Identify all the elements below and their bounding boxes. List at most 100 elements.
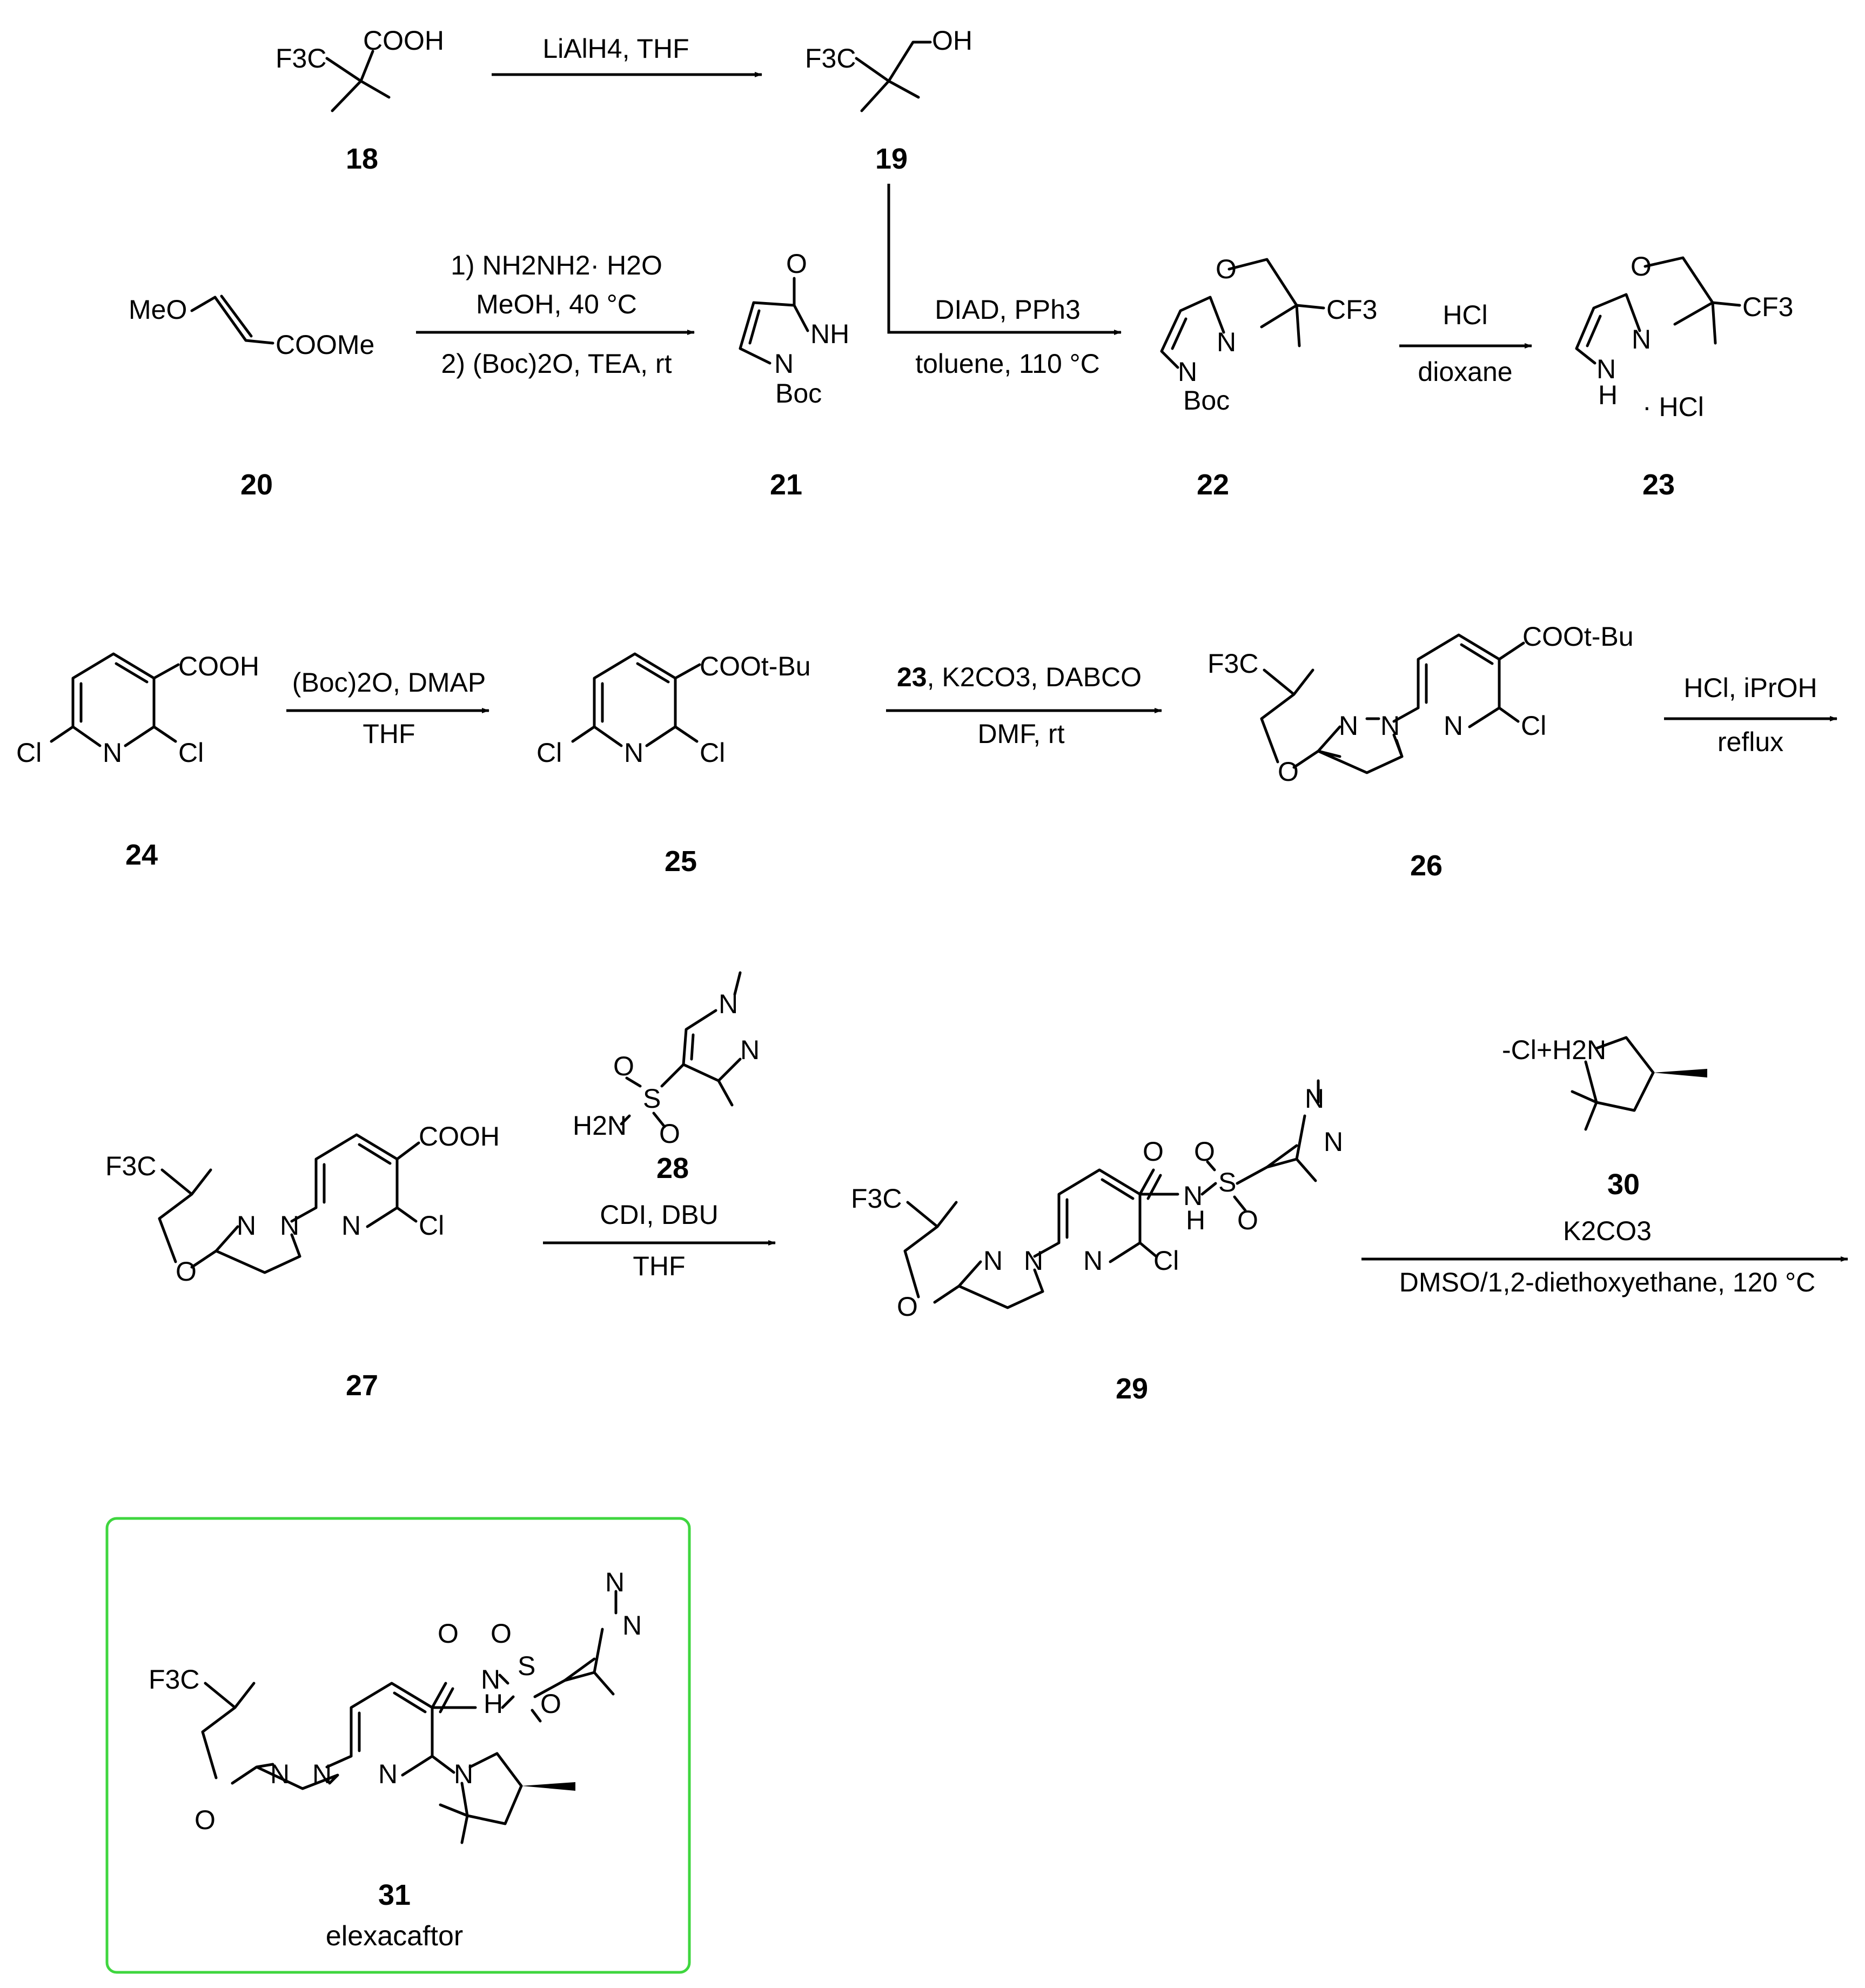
arrow-r3	[887, 184, 1122, 335]
bonds-31-pyrazole	[201, 1682, 339, 1790]
atom-o: O	[1143, 1136, 1164, 1167]
atom-h: H	[484, 1689, 503, 1719]
atom-n: N	[1178, 357, 1197, 387]
atom-n: N	[624, 738, 643, 768]
compound-27: F3C COOH N N O N Cl 27	[105, 1121, 500, 1402]
atom-amine-salt: -Cl+H2N	[1502, 1035, 1606, 1065]
bonds-26-pyrazole	[1260, 668, 1404, 774]
atom-h: H	[1186, 1205, 1205, 1235]
label-20: 20	[240, 468, 273, 501]
bonds-27-pyrazole	[158, 1168, 301, 1274]
atom-n: N	[740, 1035, 760, 1065]
cond-r1: LiAlH4, THF	[542, 34, 689, 64]
atom-cootbu: COOt-Bu	[1522, 621, 1634, 652]
cond-r3-above: DIAD, PPh3	[935, 294, 1081, 325]
cond-r3-below: toluene, 110 °C	[915, 349, 1100, 379]
atom-cl: Cl	[536, 738, 562, 768]
atom-cooh: COOH	[178, 651, 259, 681]
atom-n: N	[378, 1759, 398, 1789]
cond-r6-above: 23, K2CO3, DABCO	[897, 662, 1142, 692]
atom-oh: OH	[932, 25, 972, 56]
atom-coome: COOMe	[276, 330, 374, 360]
atom-h2n: H2N	[573, 1110, 627, 1141]
atom-n: N	[1380, 711, 1400, 741]
atom-h: H	[1598, 380, 1618, 410]
bonds-21	[739, 277, 809, 365]
atom-o: O	[613, 1051, 634, 1081]
bonds-28	[620, 971, 742, 1128]
cond-r5-below: THF	[363, 719, 415, 749]
cond-r6-rest: , K2CO3, DABCO	[927, 662, 1142, 692]
atom-f3c: F3C	[1207, 648, 1258, 679]
cond-r9-above: K2CO3	[1563, 1216, 1652, 1246]
atom-n: N	[983, 1246, 1003, 1276]
label-25: 25	[665, 845, 697, 878]
cond-r8-above: CDI, DBU	[600, 1200, 718, 1230]
atom-n: N	[454, 1759, 473, 1789]
label-28: 28	[656, 1152, 689, 1184]
compound-18: F3C COOH 18	[276, 25, 444, 175]
compound-26: F3C COOt-Bu N N O N Cl 26	[1207, 621, 1634, 882]
bonds-24	[50, 652, 180, 747]
product-name: elexacaftor	[326, 1920, 463, 1952]
bonds-30	[1571, 1036, 1655, 1131]
atom-s: S	[643, 1083, 661, 1114]
cond-r5-above: (Boc)2O, DMAP	[292, 667, 486, 698]
atom-cl: Cl	[16, 738, 42, 768]
atom-s: S	[1218, 1167, 1236, 1197]
atom-n: N	[1083, 1246, 1103, 1276]
wedge-bond-30	[1653, 1069, 1707, 1077]
compound-30: -Cl+H2N 30	[1502, 1035, 1707, 1201]
atom-n: N	[1183, 1181, 1203, 1211]
atom-s: S	[518, 1651, 535, 1681]
cond-r2-line2: MeOH, 40 °C	[476, 289, 637, 319]
bonds-19	[855, 41, 932, 112]
atom-o: O	[1237, 1205, 1258, 1235]
bonds-20	[190, 294, 274, 345]
atom-n: N	[1632, 324, 1651, 354]
cond-r8-below: THF	[633, 1251, 685, 1281]
atom-n: N	[103, 738, 122, 768]
compound-29: F3C O O S N H O N N N N O N Cl 29	[851, 1079, 1343, 1405]
atom-n: N	[280, 1210, 299, 1241]
cond-r9-below: DMSO/1,2-diethoxyethane, 120 °C	[1399, 1267, 1815, 1297]
compound-25: COOt-Bu Cl N Cl 25	[536, 651, 811, 878]
bonds-22	[1160, 258, 1325, 369]
atom-cooh: COOH	[419, 1121, 500, 1152]
atom-meo: MeO	[129, 294, 187, 325]
bonds-27-pyridine	[290, 1133, 420, 1228]
compound-22: O N N Boc CF3 22	[1160, 254, 1377, 501]
atom-n: N	[1324, 1127, 1343, 1157]
label-26: 26	[1410, 849, 1443, 882]
label-30: 30	[1607, 1168, 1640, 1201]
bonds-31-sulfonamide	[325, 1590, 618, 1777]
atom-n: N	[1444, 711, 1463, 741]
label-23: 23	[1642, 468, 1675, 501]
atom-cf3: CF3	[1326, 294, 1377, 325]
final-product-box	[105, 1517, 691, 1974]
atom-n: N	[341, 1210, 361, 1241]
atom-n: N	[1339, 711, 1358, 741]
atom-o: O	[897, 1291, 918, 1322]
atom-cf3: CF3	[1742, 292, 1793, 322]
compound-24: COOH Cl N Cl 24	[16, 651, 259, 871]
atom-o: O	[194, 1805, 216, 1835]
atom-n: N	[1217, 327, 1236, 357]
atom-cooh: COOH	[363, 25, 444, 56]
atom-hcl-salt: · HCl	[1642, 392, 1704, 422]
cond-r2-line1: 1) NH2NH2· H2O	[451, 250, 662, 280]
atom-f3c: F3C	[149, 1664, 199, 1695]
atom-o: O	[1194, 1136, 1215, 1167]
cond-r7-below: reflux	[1718, 727, 1783, 757]
cond-r6-below: DMF, rt	[977, 719, 1064, 749]
atom-f3c: F3C	[805, 43, 856, 73]
atom-o: O	[786, 249, 807, 279]
atom-cl: Cl	[178, 738, 204, 768]
atom-o: O	[540, 1689, 561, 1719]
atom-n: N	[1596, 354, 1616, 384]
atom-o: O	[491, 1618, 512, 1649]
label-31: 31	[378, 1879, 411, 1911]
label-18: 18	[346, 143, 378, 175]
compound-28: N N O S H2N O 28	[573, 971, 760, 1184]
